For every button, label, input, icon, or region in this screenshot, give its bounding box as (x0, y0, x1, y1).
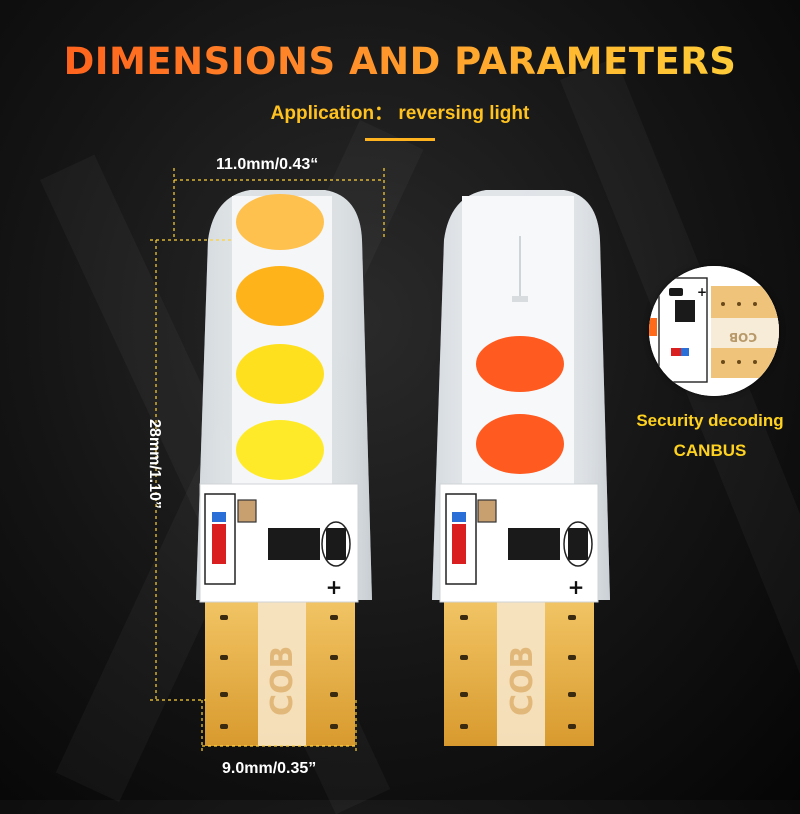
feature-canbus: CANBUS (673, 441, 747, 460)
led-chip (236, 194, 324, 250)
right-bulb: + COB (432, 190, 610, 746)
led-chip (476, 414, 564, 474)
application-subtitle: Application： reversing light (270, 103, 530, 124)
led-chip (236, 420, 324, 480)
inset-base-label: COB (729, 330, 757, 344)
height-label: 28mm/1.10” (146, 419, 163, 509)
left-bulb: + COB (196, 190, 372, 746)
plus-sign-left: + (326, 575, 343, 599)
svg-text:+: + (697, 285, 707, 299)
plus-sign-right: + (568, 575, 585, 599)
chip-icon (508, 528, 560, 560)
feature-security-decoding: Security decoding (636, 411, 784, 430)
led-chip (236, 266, 324, 326)
base-label-right: COB (505, 646, 540, 716)
subtitle-underline (365, 138, 435, 141)
page-title: DIMENSIONS AND PARAMETERS (0, 40, 800, 83)
led-chip (476, 336, 564, 392)
led-chip (236, 344, 324, 404)
chip-icon (268, 528, 320, 560)
base-width-label: 9.0mm/0.35” (222, 760, 317, 777)
base-label-left: COB (265, 646, 300, 716)
dimension-lines (150, 168, 385, 752)
circuit-zoom-inset: + COB (649, 266, 779, 396)
top-width-label: 11.0mm/0.43“ (216, 156, 319, 173)
